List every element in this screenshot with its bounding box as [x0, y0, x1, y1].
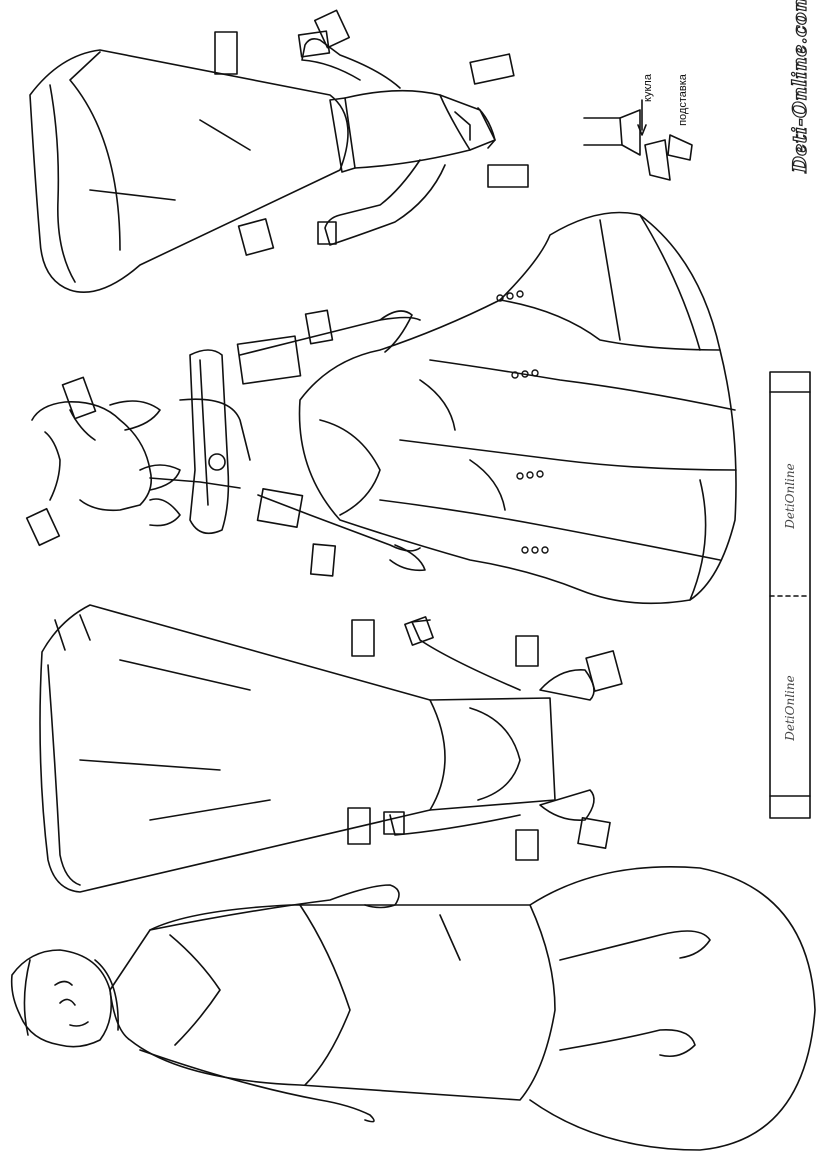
stand-brand-top: DetiOnline — [783, 463, 797, 529]
legend-doll-label: кукла — [642, 74, 654, 102]
doll-base-figure — [10, 865, 816, 1151]
dress-off-shoulder-outline — [39, 604, 623, 893]
site-watermark: Deti-Online.com — [788, 0, 811, 173]
doll-ball-gown — [25, 211, 737, 605]
legend-stand-label: подставка — [677, 74, 689, 126]
stand-brand-bottom: DetiOnline — [783, 675, 797, 741]
assembly-diagram — [583, 99, 693, 181]
dress-long-sleeve-outline — [29, 9, 529, 293]
stand-strip — [769, 371, 811, 819]
